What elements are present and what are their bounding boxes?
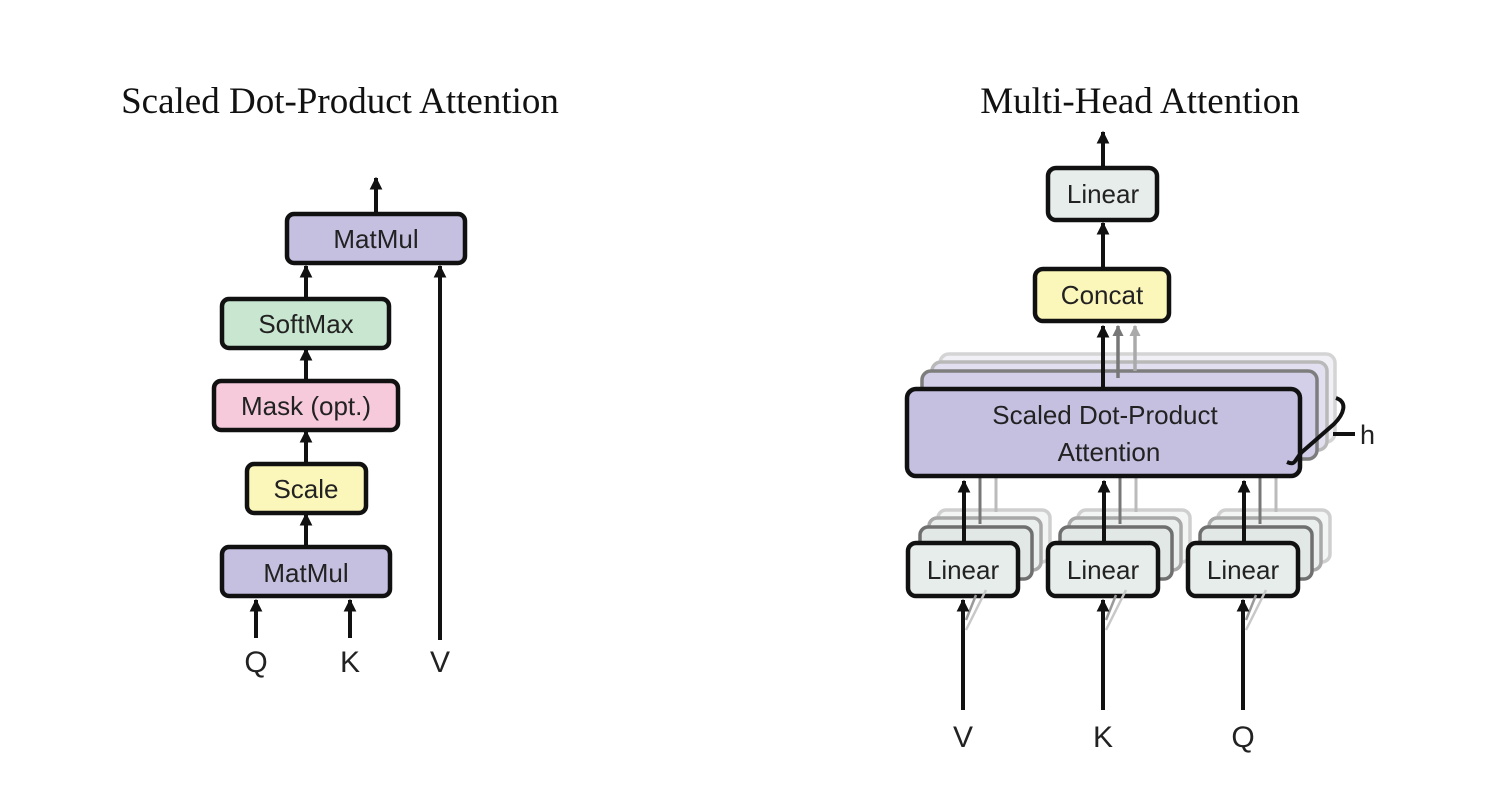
left-input-q: Q (244, 646, 267, 679)
ghost-input-lines (964, 589, 1268, 631)
right-input-q: Q (1231, 721, 1254, 754)
softmax-label: SoftMax (258, 309, 353, 339)
mask-label: Mask (opt.) (241, 391, 371, 421)
softmax-box: SoftMax (219, 296, 392, 351)
scaled-dot-product-diagram: Scaled Dot-Product Attention MatMul Soft… (121, 81, 559, 679)
matmul-bottom-label: MatMul (263, 558, 348, 588)
matmul-top-box: MatMul (284, 211, 468, 266)
sdpa-label-line2: Attention (1058, 437, 1161, 467)
right-input-k: K (1093, 721, 1113, 754)
right-input-v: V (953, 721, 973, 754)
mask-box: Mask (opt.) (211, 378, 401, 433)
multi-head-diagram: Multi-Head Attention (904, 81, 1375, 754)
scale-label: Scale (273, 474, 338, 504)
left-title: Scaled Dot-Product Attention (121, 81, 559, 122)
left-input-v: V (430, 646, 450, 679)
matmul-bottom-box: MatMul (219, 544, 393, 599)
heads-label: h (1360, 420, 1375, 450)
scale-box: Scale (244, 461, 369, 516)
linear-k-label: Linear (1067, 555, 1140, 585)
linear-top-box: Linear (1045, 165, 1160, 223)
right-title: Multi-Head Attention (980, 81, 1300, 122)
linear-q-label: Linear (1207, 555, 1280, 585)
linear-top-label: Linear (1067, 179, 1140, 209)
matmul-top-label: MatMul (333, 224, 418, 254)
left-input-k: K (340, 646, 360, 679)
sdpa-label-line1: Scaled Dot-Product (992, 400, 1218, 430)
heads-brace (1286, 396, 1346, 466)
concat-label: Concat (1061, 280, 1144, 310)
concat-box: Concat (1032, 266, 1172, 324)
linear-v-box: Linear (905, 540, 1021, 599)
linear-k-box: Linear (1045, 540, 1161, 599)
sdpa-box: Scaled Dot-Product Attention (904, 386, 1303, 479)
linear-v-label: Linear (927, 555, 1000, 585)
linear-q-box: Linear (1185, 540, 1301, 599)
